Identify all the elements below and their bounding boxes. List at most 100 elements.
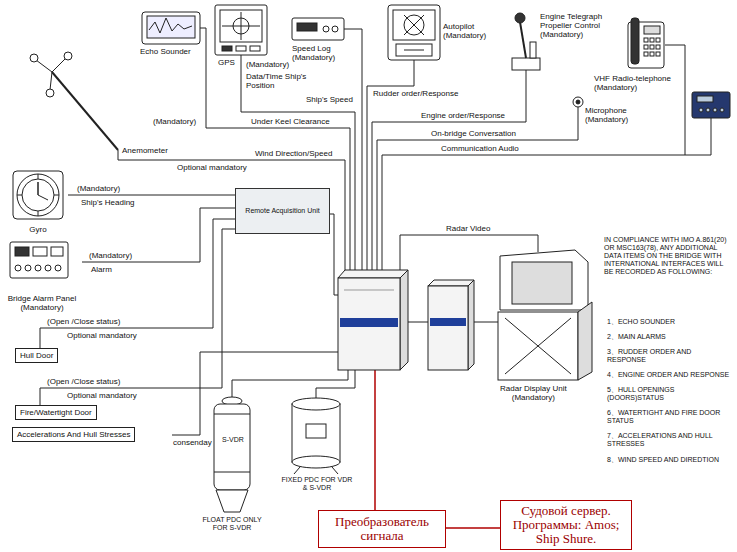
node-text: Преобразователь сигнала (323, 515, 441, 544)
list-item: 2、MAIN ALARMS (606, 333, 732, 341)
signal-label: consenday (172, 438, 213, 447)
autopilot-icon (404, 15, 424, 35)
node-text: Speed Log (292, 44, 335, 53)
acquisition-box: Remote Acquisition Unit (235, 188, 330, 234)
gyro-icon (38, 195, 48, 200)
alarm-panel-icon (45, 265, 51, 271)
vhf-telephone-icon (631, 18, 639, 64)
audio-unit-icon (692, 92, 730, 118)
interface-box (428, 280, 474, 286)
autopilot-icon (404, 15, 424, 35)
speed-log-icon (292, 18, 344, 40)
list-item: 6、WATERTIGHT AND FIRE DOOR STATUS (606, 409, 732, 425)
audio-unit-icon (706, 108, 710, 112)
vhf-telephone-icon (650, 38, 654, 42)
fixed-pdc-icon (292, 398, 340, 474)
signal-wire (374, 370, 376, 510)
radar-display-icon (578, 302, 592, 380)
radar-display-icon (498, 250, 592, 380)
gyro-icon (13, 171, 63, 219)
echo-sounder-icon (142, 12, 200, 44)
list-item: 8、WIND SPEED AND DIREDTION (606, 456, 732, 464)
connector-label: Alarm (90, 265, 113, 274)
gyro-icon (54, 195, 59, 196)
server-box: Судовой сервер. Программы: Amos; Ship Sh… (500, 500, 632, 550)
gyro-icon (37, 182, 39, 195)
signal-label: (Mandatory) (76, 184, 121, 193)
alarm-panel-icon (35, 265, 41, 271)
echo-sounder-icon (149, 18, 192, 33)
radar-display-icon (505, 318, 571, 374)
anemometer-icon (36, 60, 52, 72)
audio-unit-icon (697, 96, 713, 102)
gyro-icon (38, 174, 39, 179)
anemometer-icon (30, 52, 118, 150)
float-pdc-icon (214, 404, 250, 490)
radar-display-icon (505, 318, 571, 374)
gps-icon (222, 46, 232, 51)
node-text: (Mandatory) (443, 31, 486, 40)
node-text: Remote Acquisition Unit (239, 207, 326, 215)
microphone-icon (573, 97, 583, 107)
data-acquisition-unit (338, 270, 408, 278)
connector-label: (Open /Close status) (46, 377, 121, 386)
gyro-icon (22, 179, 54, 211)
signal-label: Engine order/Response (420, 111, 506, 120)
gyro-icon (17, 174, 59, 216)
fixed-pdc-icon (292, 456, 340, 468)
node-text: Accelerations And Hull Stresses (17, 430, 130, 439)
node-text: Gyro (29, 225, 46, 234)
data-acquisition-unit (340, 318, 398, 327)
device-label: GPS (218, 58, 235, 67)
fixed-pdc-icon (294, 467, 300, 474)
audio-unit-icon (699, 108, 703, 112)
signal-label: (Mandatory) (88, 251, 133, 260)
anemometer-icon (50, 72, 52, 90)
alarm-panel-icon (15, 247, 29, 256)
signal-label: Radar Video (445, 224, 491, 233)
signal-label: (Mandatory) (245, 60, 290, 69)
node-text: VHF Radio-telephone (594, 74, 671, 83)
autopilot-icon (404, 50, 424, 51)
anemometer-icon (52, 72, 118, 150)
fixed-pdc-icon (332, 467, 338, 474)
sensor-box: Fire/Watertight Door (15, 405, 97, 420)
audio-unit-icon (720, 108, 724, 112)
audio-unit-icon (713, 108, 717, 112)
float-pdc-icon (214, 390, 250, 512)
vhf-telephone-icon (644, 45, 648, 49)
data-acquisition-unit (338, 270, 408, 370)
autopilot-icon (404, 15, 424, 35)
microphone-icon (576, 100, 580, 104)
signal-label: IN COMPLIANCE WITH IMO A.861(20) OR MSC1… (603, 236, 735, 276)
device-label: Microphone(Mandatory) (585, 106, 628, 124)
gyro-icon (38, 211, 39, 216)
node-text: (Mandatory) (20, 303, 63, 312)
wire (377, 107, 578, 272)
gps-icon (236, 46, 246, 51)
engine-telegraph-icon (512, 58, 540, 70)
capsule-label: FLOAT PDC ONLY FOR S-VDR (200, 516, 264, 532)
node-text: Anemometer (122, 146, 168, 155)
connector-label: Ship's Heading (80, 198, 136, 207)
signal-label: S-VDR (221, 436, 245, 444)
anemometer-icon (30, 54, 38, 62)
vhf-telephone-icon (644, 52, 648, 56)
data-acquisition-unit (344, 290, 394, 291)
connector (40, 229, 235, 405)
gps-icon (250, 46, 260, 51)
microphone-icon (573, 97, 583, 107)
speed-log-icon (292, 18, 344, 40)
float-pdc-icon (214, 414, 250, 415)
autopilot-icon (388, 5, 440, 60)
gps-icon (215, 5, 267, 55)
node-text: Microphone (585, 106, 628, 115)
fixed-pdc-icon (306, 424, 326, 438)
sensor-box: Accelerations And Hull Stresses (12, 427, 135, 442)
engine-telegraph-icon (530, 42, 536, 58)
autopilot-icon (393, 10, 435, 40)
alarm-panel-unit: Bridge Alarm Panel(Mandatory) (2, 240, 82, 312)
connector (40, 219, 235, 348)
node-text: (Mandatory) (540, 30, 620, 39)
